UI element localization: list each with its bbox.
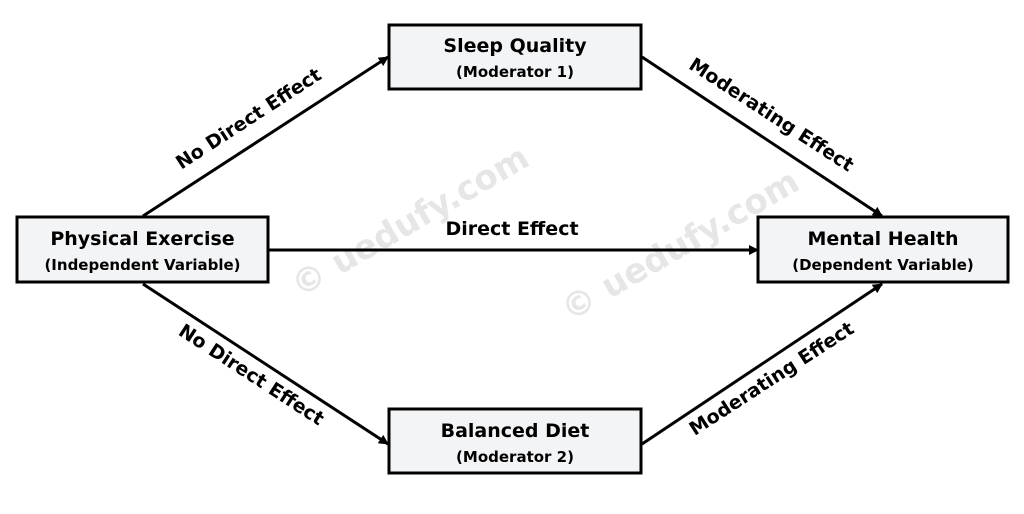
node-sleep-quality: Sleep Quality (Moderator 1) [387, 23, 643, 91]
node-physical-exercise-box [15, 215, 270, 284]
edge-diet-to-health-arrow [641, 282, 883, 446]
node-mental-health-title: Mental Health [807, 228, 958, 250]
node-mental-health: Mental Health (Dependent Variable) [756, 215, 1010, 284]
edge-exercise-to-diet: No Direct Effect [142, 282, 389, 446]
node-sleep-quality-box [387, 23, 643, 91]
node-balanced-diet-box [387, 407, 643, 475]
edge-exercise-to-health: Direct Effect [268, 218, 759, 255]
node-mental-health-box [756, 215, 1010, 284]
edge-exercise-to-diet-label: No Direct Effect [175, 320, 328, 430]
edge-exercise-to-sleep-arrow [142, 55, 389, 218]
node-sleep-quality-title: Sleep Quality [443, 35, 587, 57]
node-physical-exercise: Physical Exercise (Independent Variable) [15, 215, 270, 284]
edge-exercise-to-sleep: No Direct Effect [142, 55, 389, 218]
edge-sleep-to-health-arrow [641, 55, 883, 218]
edge-diet-to-health-label: Moderating Effect [685, 318, 858, 441]
edge-exercise-to-sleep-label: No Direct Effect [172, 64, 325, 174]
node-physical-exercise-subtitle: (Independent Variable) [44, 256, 240, 274]
node-balanced-diet-subtitle: (Moderator 2) [456, 448, 574, 466]
edge-exercise-to-diet-arrow [142, 282, 389, 446]
node-balanced-diet-title: Balanced Diet [441, 420, 590, 442]
edge-diet-to-health: Moderating Effect [641, 282, 883, 446]
node-balanced-diet: Balanced Diet (Moderator 2) [387, 407, 643, 475]
edge-exercise-to-health-label: Direct Effect [445, 218, 578, 240]
node-physical-exercise-title: Physical Exercise [50, 228, 234, 250]
node-sleep-quality-subtitle: (Moderator 1) [456, 63, 574, 81]
node-mental-health-subtitle: (Dependent Variable) [792, 256, 974, 274]
edge-sleep-to-health-label: Moderating Effect [685, 54, 858, 177]
